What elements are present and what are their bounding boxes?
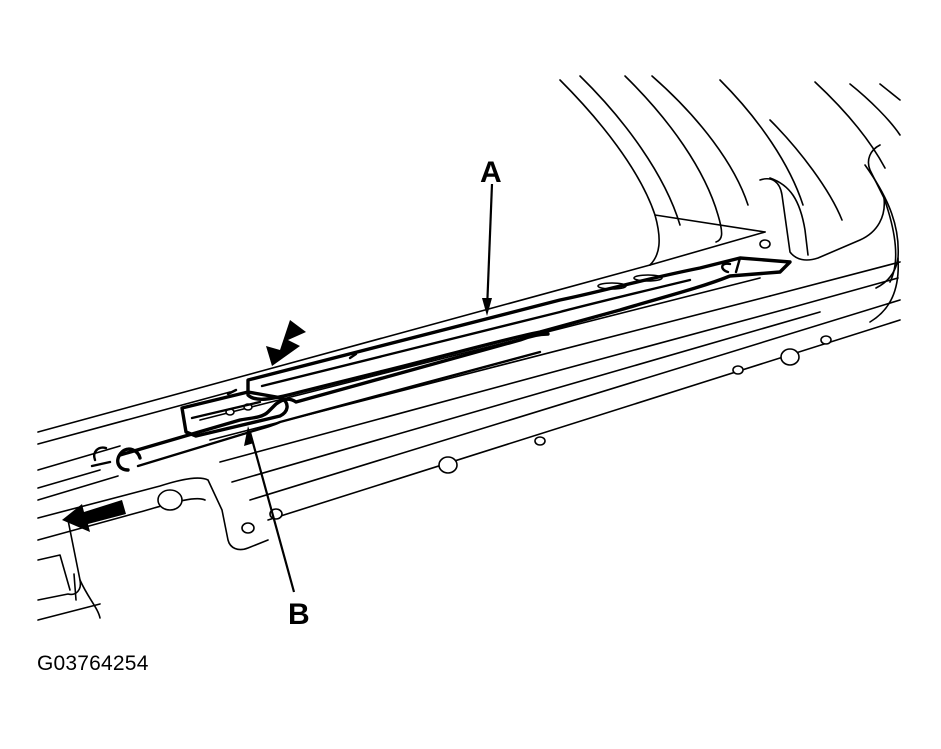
leader-line-b: [248, 431, 296, 593]
callout-b: B: [244, 426, 310, 631]
figure-id-label: G03764254: [37, 652, 149, 675]
leader-arrowhead-a: [482, 298, 492, 316]
leader-arrowhead-b: [244, 426, 254, 446]
component-b-outline: [90, 332, 550, 472]
leader-line-a: [485, 183, 494, 311]
component-a-outline: [246, 256, 792, 401]
mounting-holes: [157, 239, 832, 534]
callout-label-b: B: [288, 598, 310, 631]
pointer-arrow-icon: [266, 320, 306, 366]
callout-label-a: A: [480, 156, 502, 189]
callout-a: A: [480, 156, 502, 316]
direction-arrow-icon: [62, 500, 126, 532]
